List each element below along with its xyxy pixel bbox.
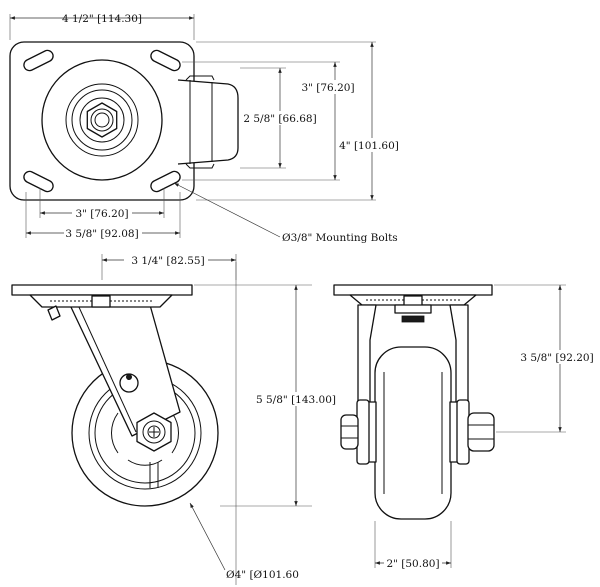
dim-plate-width: 4 1/2" [114.30] — [62, 13, 142, 25]
bolt-slot-top-right — [150, 49, 181, 72]
axle-bolt-left — [340, 414, 359, 450]
side-view-dimensions: 3 1/4" [82.55] 5 5/8" [143.00] Ø4" [Ø101… — [101, 253, 338, 585]
dim-mounting-bolts: Ø3/8" Mounting Bolts — [282, 232, 398, 244]
dim-swivel-offset: 3 1/4" [82.55] — [131, 255, 204, 267]
bolt-slot-bottom-right — [150, 170, 181, 193]
dim-wheel-width: 2" [50.80] — [386, 558, 439, 570]
bolt-slot-top-left — [23, 49, 54, 72]
dim-wheel-diameter: Ø4" [Ø101.60 — [226, 569, 299, 581]
dim-plate-height: 4" [101.60] — [339, 140, 399, 152]
bolt-slot-bottom-left — [23, 170, 54, 193]
front-view-dimensions: 3 5/8" [92.20] 2" [50.80] — [374, 284, 596, 570]
dim-bolt-spacing-short: 2 5/8" [66.68] — [243, 113, 316, 125]
front-fork-left — [357, 304, 377, 403]
front-fork-right — [449, 304, 469, 403]
front-wheel — [374, 346, 452, 520]
axle-nut-right — [467, 412, 495, 452]
front-top-plate — [333, 284, 493, 296]
front-view — [333, 284, 495, 520]
dim-overall-height: 5 5/8" [143.00] — [256, 394, 336, 406]
side-view — [11, 284, 219, 507]
dim-bolt-spacing-bottom-long: 3 5/8" [92.08] — [65, 228, 138, 240]
top-view-dimensions: 4 1/2" [114.30] 3" [76.20] 2 5/8" [66.68… — [9, 13, 404, 244]
dim-axle-height: 3 5/8" [92.20] — [520, 352, 593, 364]
swivel-lock-ring — [119, 373, 139, 393]
dim-bolt-spacing-bottom: 3" [76.20] — [75, 208, 128, 220]
top-view — [9, 41, 239, 201]
top-fork-edge — [177, 79, 239, 165]
dim-bolt-spacing-long: 3" [76.20] — [301, 82, 354, 94]
side-top-plate — [11, 284, 193, 296]
